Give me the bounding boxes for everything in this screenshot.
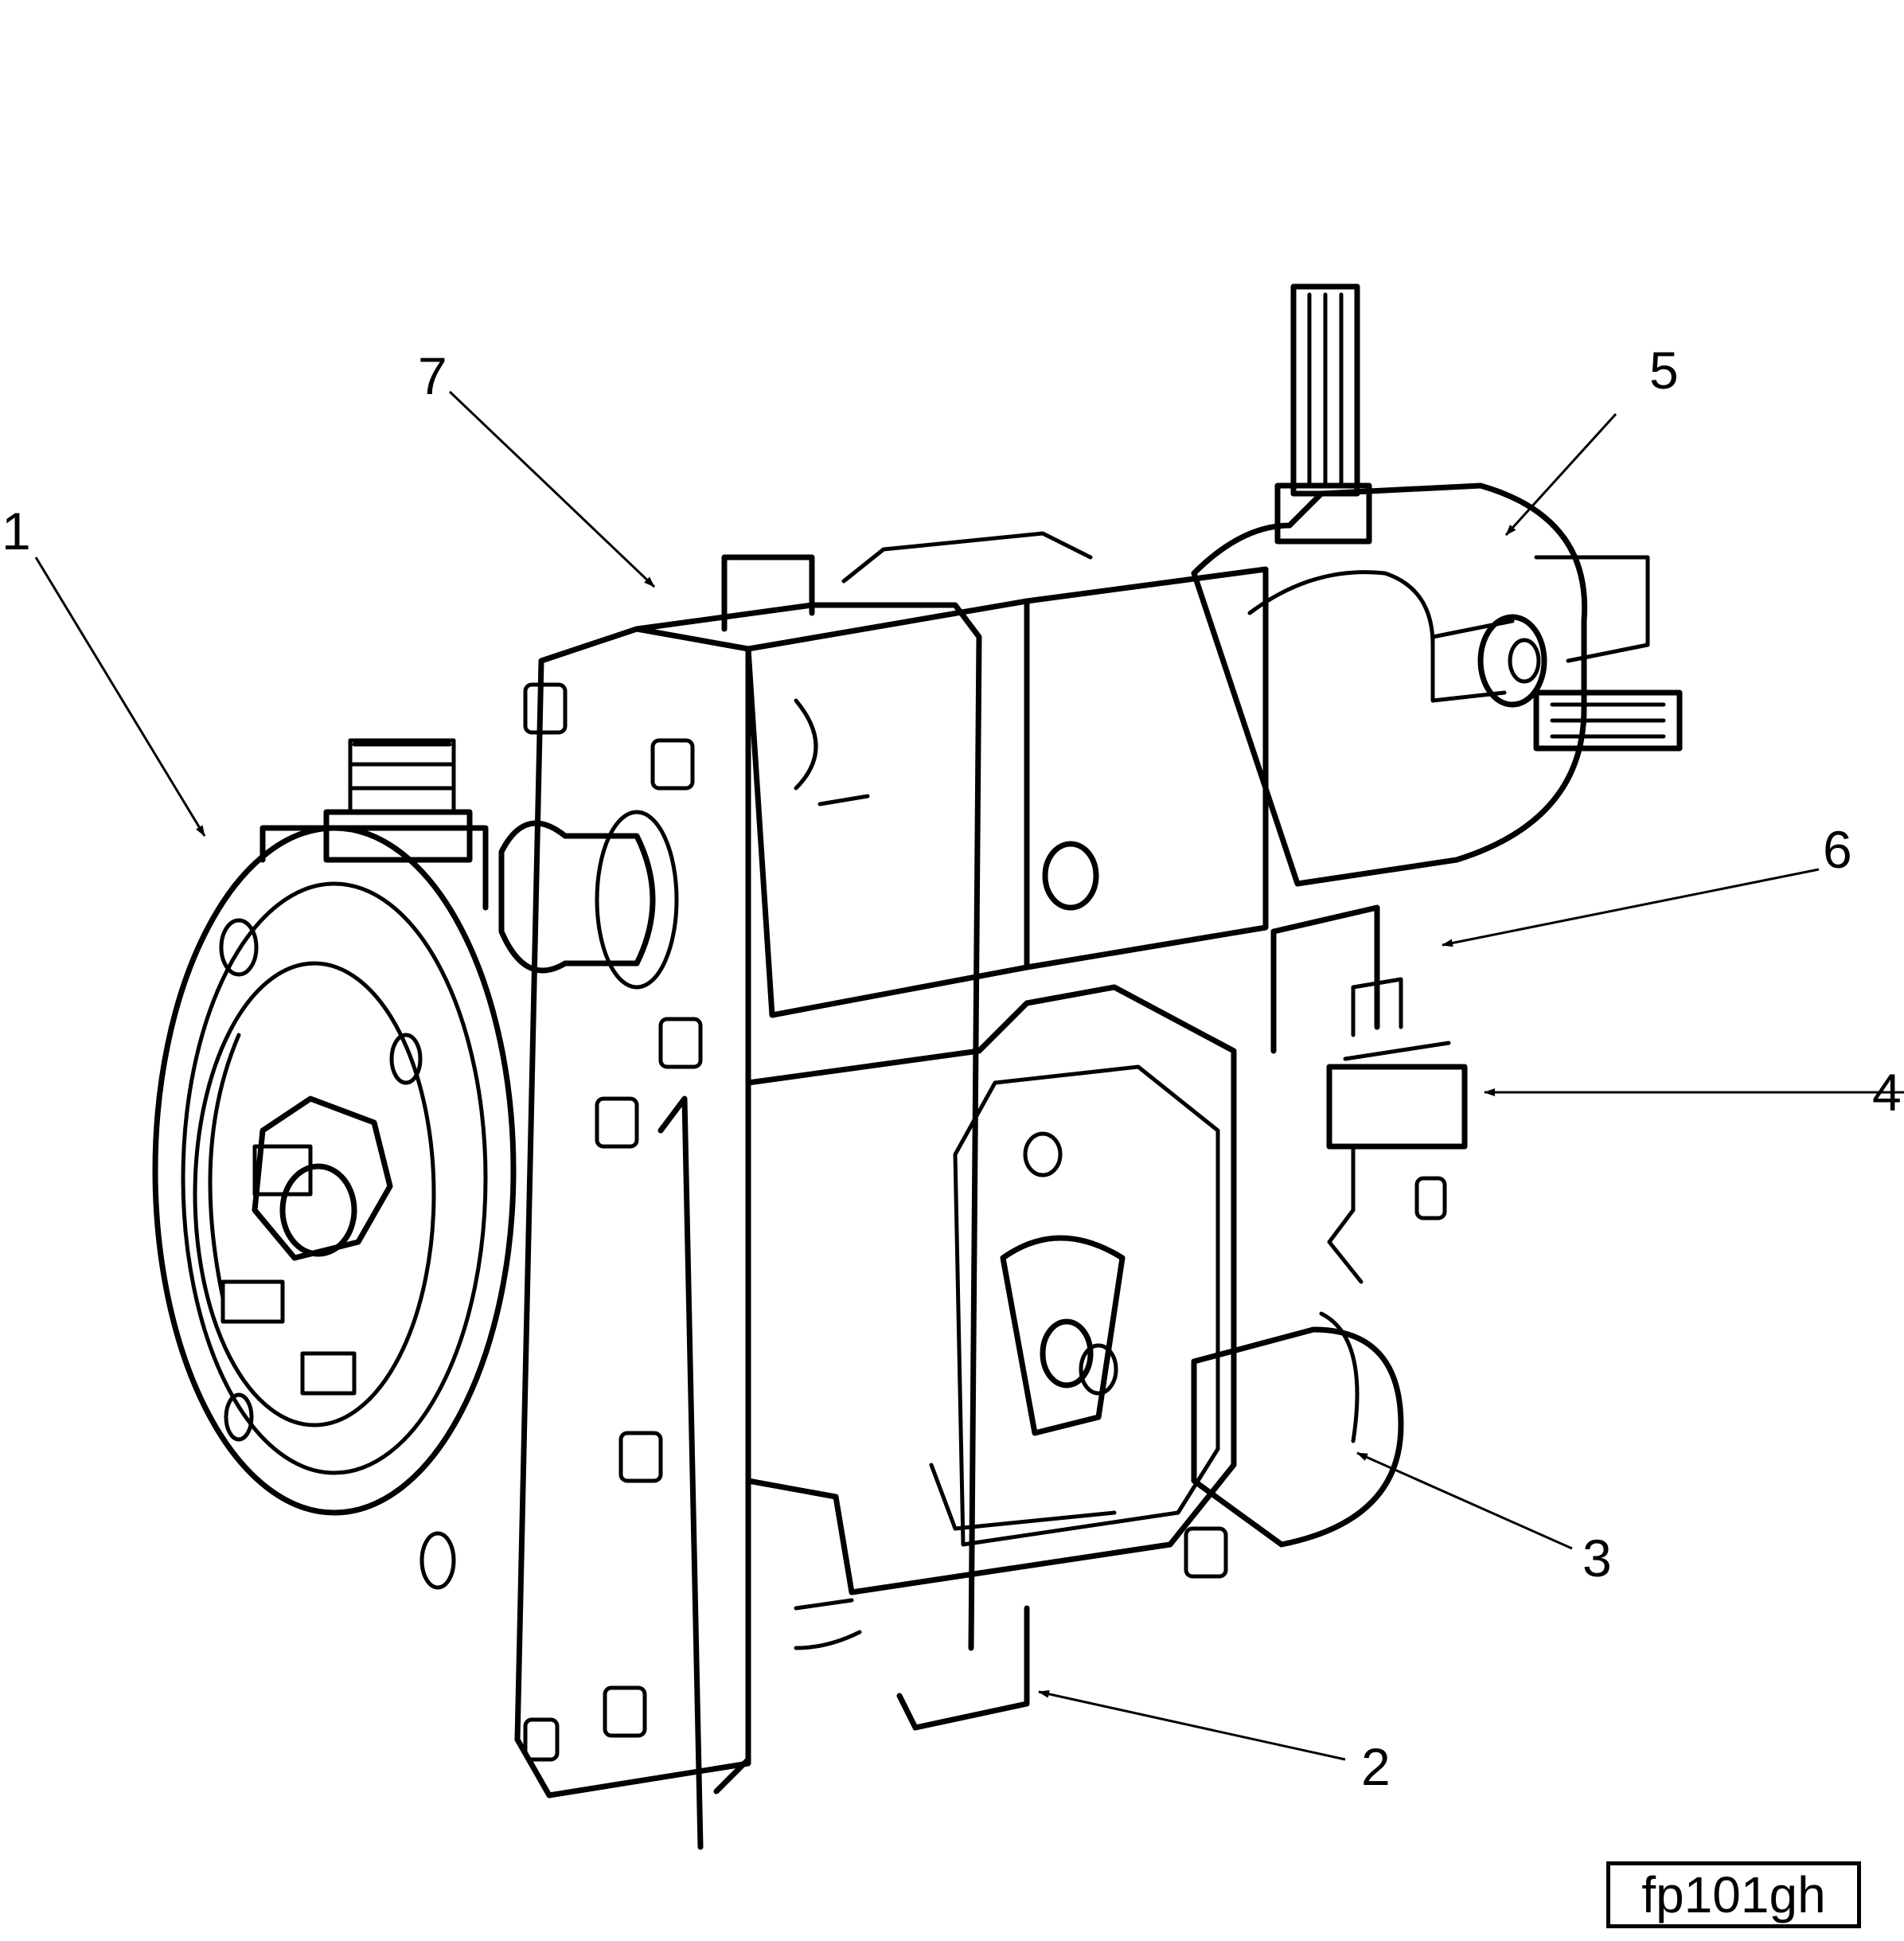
callout-labels: 1 2 3 4 5 6 7 [2,341,1902,1796]
callout-5: 5 [1649,341,1679,400]
callout-1: 1 [2,502,31,560]
callout-3: 3 [1582,1529,1612,1588]
callout-7: 7 [418,346,447,405]
callout-4: 4 [1872,1063,1902,1122]
callout-6: 6 [1823,820,1852,879]
pump-illustration [152,283,1683,1850]
callout-2: 2 [1361,1737,1391,1796]
figure-id-label: fp101gh [1606,1861,1861,1928]
leader-lines [34,390,1904,1761]
